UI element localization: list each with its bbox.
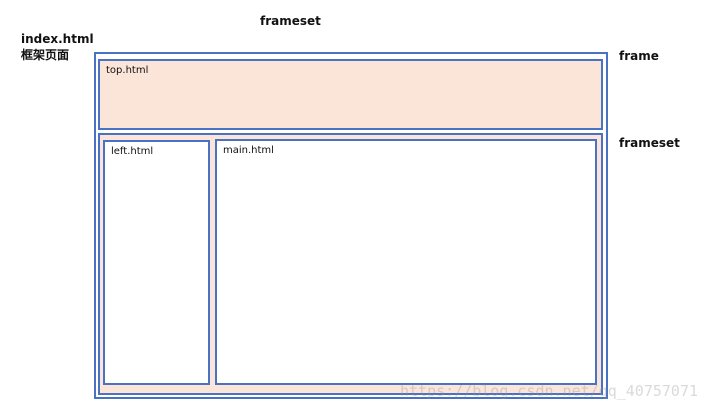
index-desc-label: 框架页面 [21, 48, 70, 62]
main-frame-label: main.html [223, 145, 274, 156]
main-frame-box: main.html [215, 139, 597, 385]
index-file-label: index.html [21, 32, 94, 46]
top-frame-label: top.html [106, 65, 149, 76]
left-frame-label: left.html [111, 146, 154, 157]
frameset-label-top: frameset [260, 14, 321, 28]
top-frame-box: top.html [98, 59, 603, 130]
frame-label: frame [619, 49, 659, 63]
left-frame-box: left.html [103, 140, 210, 385]
frameset-label-right: frameset [619, 136, 680, 150]
watermark-text: https://blog.csdn.net/qq_40757071 [399, 382, 698, 400]
